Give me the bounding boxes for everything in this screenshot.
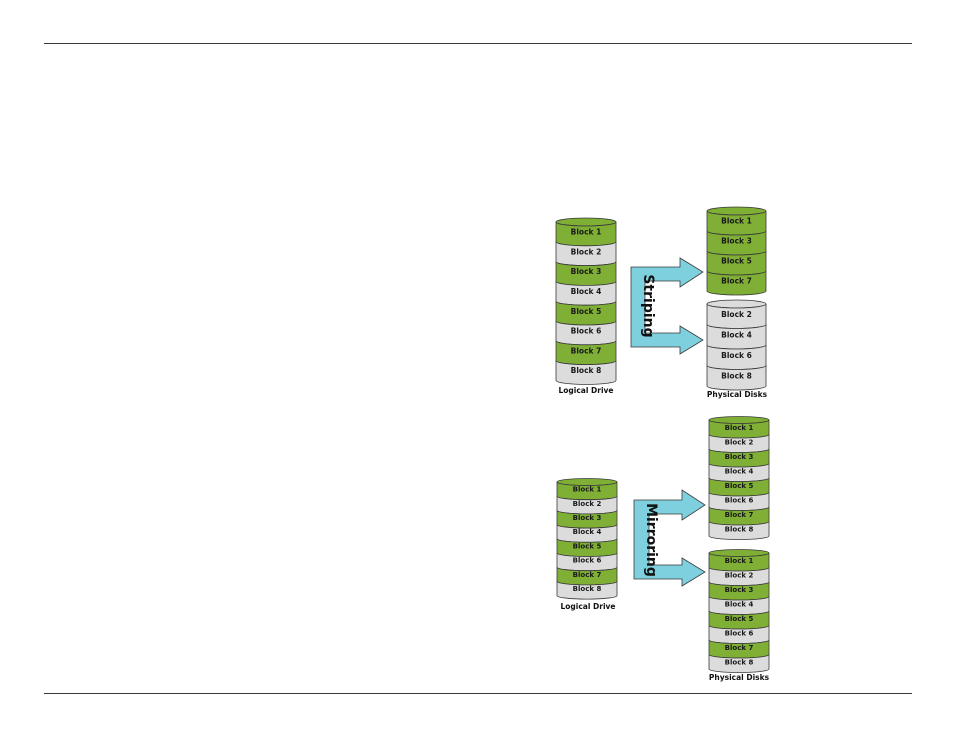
block-label: Block 6 bbox=[725, 629, 754, 637]
block-label: Block 2 bbox=[725, 438, 754, 446]
block-label: Block 7 bbox=[571, 346, 602, 355]
block-label: Block 1 bbox=[725, 424, 754, 432]
block-label: Block 6 bbox=[721, 351, 752, 360]
cylinder-segment bbox=[556, 581, 618, 600]
cylinder-segment bbox=[706, 365, 767, 391]
block-label: Block 2 bbox=[571, 247, 602, 256]
mirroring-physical-disks-caption: Physical Disks bbox=[709, 673, 770, 682]
bottom-rule bbox=[44, 693, 912, 694]
block-label: Block 4 bbox=[573, 528, 602, 536]
block-label: Block 2 bbox=[573, 500, 602, 508]
block-label: Block 5 bbox=[573, 542, 602, 550]
mirroring-logical-drive-caption: Logical Drive bbox=[560, 602, 615, 611]
striping-logical-drive: Block 1 Block 2 Block 3 Block 4 Block 5 Block… bbox=[555, 217, 617, 385]
block-label: Block 4 bbox=[725, 600, 754, 608]
mirroring-logical-drive: Block 1 Block 2 Block 3 Block 4 Block 5 Block… bbox=[556, 478, 618, 600]
mirroring-physical-disk-1: Block 1 Block 2 Block 3 Block 4 Block 5 Block… bbox=[708, 416, 770, 540]
block-label: Block 1 bbox=[725, 557, 754, 565]
mirroring-arrow bbox=[633, 489, 706, 587]
striping-logical-drive-caption: Logical Drive bbox=[558, 386, 613, 395]
mirroring-section: Block 1 Block 2 Block 3 Block 4 Block 5 Block… bbox=[556, 416, 770, 682]
block-label: Block 5 bbox=[725, 482, 754, 490]
striping-physical-disks-caption: Physical Disks bbox=[707, 390, 768, 399]
mirroring-arrow-label: Mirroring bbox=[643, 503, 659, 577]
cylinder-segment bbox=[706, 270, 767, 296]
block-label: Block 2 bbox=[725, 571, 754, 579]
block-label: Block 7 bbox=[725, 511, 754, 519]
striping-physical-disk-1: Block 1 Block 3 Block 5 Block 7 bbox=[706, 206, 767, 296]
block-label: Block 8 bbox=[571, 366, 602, 375]
block-label: Block 2 bbox=[721, 310, 752, 319]
striping-arrow-label: Striping bbox=[640, 274, 656, 337]
block-label: Block 7 bbox=[725, 644, 754, 652]
block-label: Block 3 bbox=[721, 237, 752, 246]
cylinder-segment bbox=[708, 521, 770, 540]
block-label: Block 5 bbox=[721, 257, 752, 266]
block-label: Block 8 bbox=[721, 371, 752, 380]
cylinder-segment bbox=[708, 654, 770, 673]
block-label: Block 7 bbox=[721, 277, 752, 286]
striping-arrow bbox=[630, 257, 704, 355]
block-label: Block 1 bbox=[571, 228, 602, 237]
block-label: Block 3 bbox=[725, 453, 754, 461]
block-label: Block 6 bbox=[725, 496, 754, 504]
block-label: Block 8 bbox=[725, 658, 754, 666]
block-label: Block 3 bbox=[573, 514, 602, 522]
block-label: Block 1 bbox=[573, 486, 602, 494]
block-label: Block 5 bbox=[725, 615, 754, 623]
block-label: Block 8 bbox=[573, 585, 602, 593]
block-label: Block 1 bbox=[721, 217, 752, 226]
block-label: Block 4 bbox=[721, 330, 752, 339]
striping-physical-disk-2: Block 2 Block 4 Block 6 Block 8 bbox=[706, 299, 767, 391]
block-label: Block 6 bbox=[573, 557, 602, 565]
block-label: Block 3 bbox=[571, 267, 602, 276]
block-label: Block 4 bbox=[725, 467, 754, 475]
block-label: Block 8 bbox=[725, 525, 754, 533]
block-label: Block 5 bbox=[571, 307, 602, 316]
block-label: Block 4 bbox=[571, 287, 602, 296]
block-label: Block 3 bbox=[725, 586, 754, 594]
block-label: Block 7 bbox=[573, 571, 602, 579]
block-label: Block 6 bbox=[571, 327, 602, 336]
top-rule bbox=[44, 43, 912, 44]
mirroring-physical-disk-2: Block 1 Block 2 Block 3 Block 4 Block 5 Block… bbox=[708, 549, 770, 673]
cylinder-segment bbox=[555, 360, 617, 385]
